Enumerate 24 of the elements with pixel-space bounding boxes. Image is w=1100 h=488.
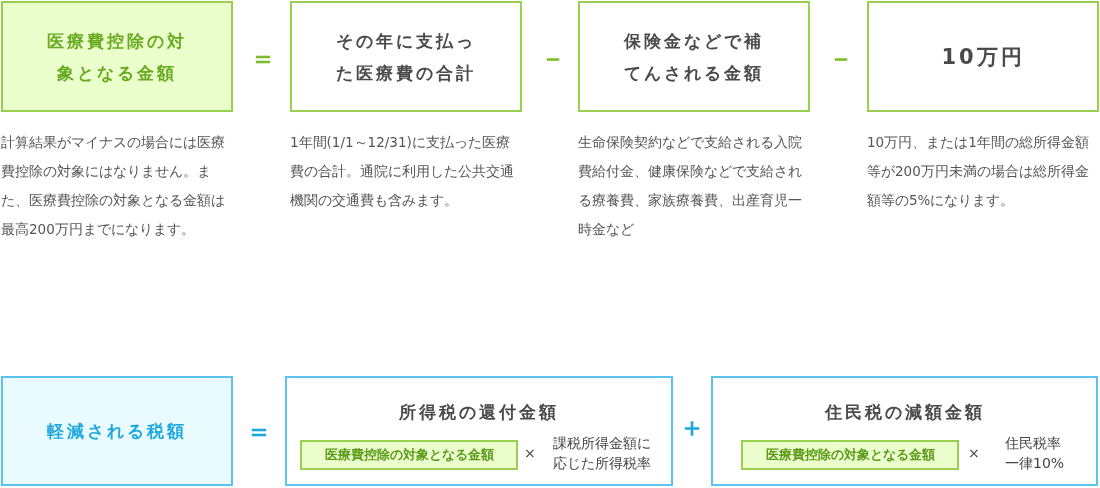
formula-box: 医療費控除の対象となる金額: [1, 1, 233, 112]
description-text: 計算結果がマイナスの場合には医療費控除の対象にはなりません。また、医療費控除の対象となる金額は最高200万円までになります。: [1, 133, 226, 239]
plus-sign: ＋: [679, 414, 705, 440]
times-sign: ×: [968, 444, 980, 463]
rate-text: 住民税率一律10%: [1005, 434, 1066, 473]
amount-box: 医療費控除の対象となる金額: [741, 440, 959, 470]
equals-sign: ＝: [250, 45, 276, 71]
description-text: 10万円、または1年間の総所得金額等が200万円未満の場合は総所得金額等の5%になります。: [867, 133, 1090, 210]
box-heading: 住民税の減額金額: [824, 401, 985, 424]
formula-panel: [285, 376, 673, 486]
formula-panel: [711, 376, 1098, 486]
description-text: 1年間(1/1～12/31)に支払った医療費の合計。通院に利用した公共交通機関の交通費も含みます。: [290, 133, 515, 210]
amount-box: 医療費控除の対象となる金額: [300, 440, 518, 470]
equals-sign: ＝: [246, 418, 272, 444]
rate-text: 課税所得金額に応じた所得税率: [553, 434, 652, 473]
formula-box: その年に支払った医療費の合計: [290, 1, 522, 112]
formula-box: 10万円: [867, 1, 1099, 112]
minus-sign: －: [540, 45, 566, 71]
description-text: 生命保険契約などで支給される入院費給付金、健康保険などで支給される療養費、家族療養費、出産育児一時金など: [578, 133, 803, 239]
formula-box: 保険金などで補てんされる金額: [578, 1, 810, 112]
box-heading: 所得税の還付金額: [399, 401, 559, 424]
formula-box: 軽減される税額: [1, 376, 233, 486]
times-sign: ×: [524, 444, 536, 463]
minus-sign: －: [828, 45, 854, 71]
